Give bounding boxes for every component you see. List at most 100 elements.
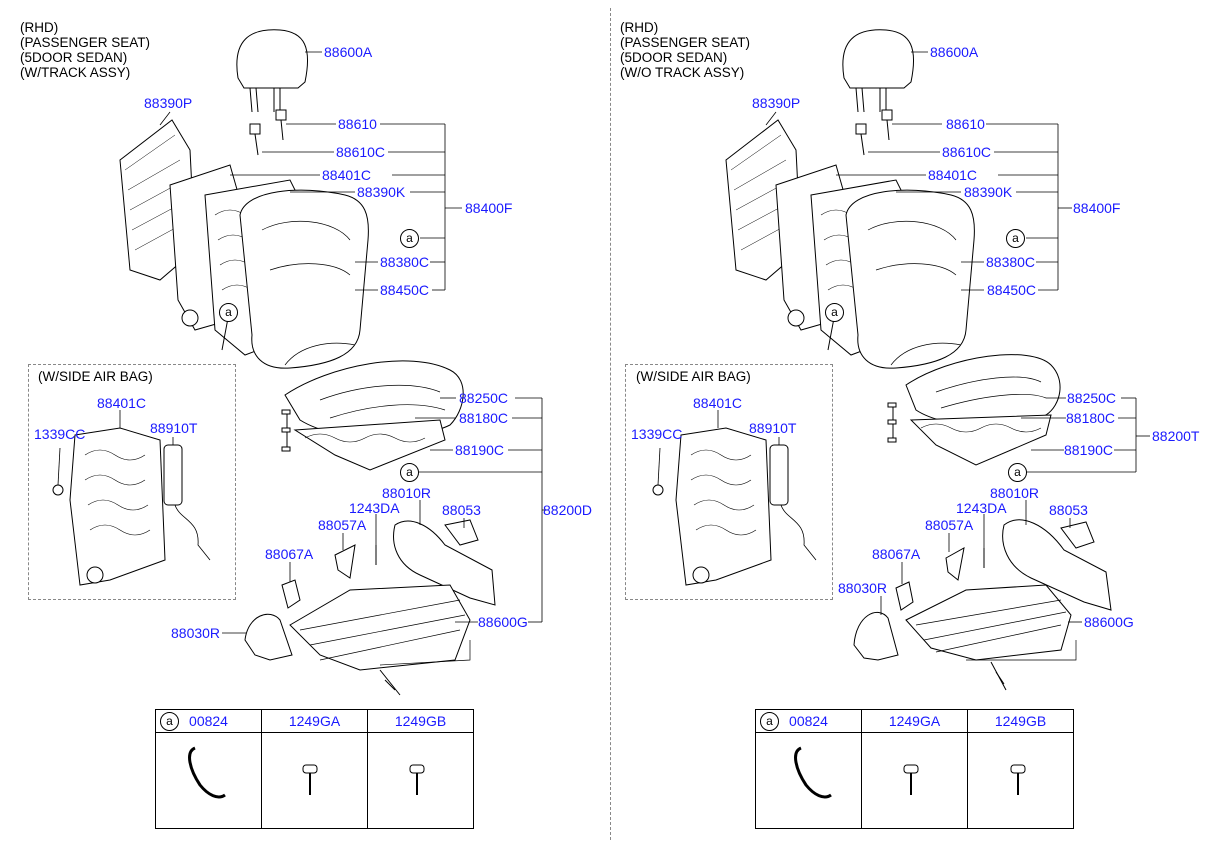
circle-a-marker: a — [825, 303, 844, 322]
callout-track[interactable]: 88600G — [478, 614, 528, 630]
callout-cushion-assy[interactable]: 88200T — [1152, 428, 1200, 444]
callout-back-cover[interactable]: 88380C — [986, 254, 1036, 270]
fastener-legend: a 00824 1249GA 1249GB — [755, 709, 1074, 829]
callout-airbag-frame[interactable]: 88401C — [693, 395, 743, 411]
panel-divider — [610, 8, 611, 840]
callout-cushion-assy[interactable]: 88200D — [543, 502, 593, 518]
callout-bracket-88067[interactable]: 88067A — [872, 546, 921, 562]
airbag-title: (W/SIDE AIR BAG) — [636, 369, 751, 384]
callout-cushion-cover[interactable]: 88250C — [459, 390, 509, 406]
callout-nut[interactable]: 1339CC — [631, 426, 683, 442]
callout-screw-1243[interactable]: 1243DA — [956, 500, 1007, 516]
airbag-box — [625, 364, 833, 600]
title-line: (RHD) — [620, 20, 659, 35]
shield-shape — [393, 520, 496, 606]
callout-nut[interactable]: 1339CC — [34, 426, 86, 442]
title-line: (RHD) — [20, 20, 59, 35]
headrest-shape — [842, 29, 915, 89]
headrest-shape — [236, 29, 309, 89]
shield-shape — [1002, 519, 1112, 611]
callout-guide[interactable]: 88610 — [946, 116, 985, 132]
legend-part-number: 1249GA — [888, 713, 941, 729]
callout-cushion-pan[interactable]: 88190C — [1064, 442, 1114, 458]
circle-a-marker: a — [760, 712, 779, 731]
legend-cell — [755, 732, 862, 829]
callout-back-cover-b[interactable]: 88450C — [987, 282, 1037, 298]
callout-guide-c[interactable]: 88610C — [942, 144, 992, 160]
callout-frame[interactable]: 88401C — [928, 167, 978, 183]
legend-cell — [861, 732, 968, 829]
title-line: (PASSENGER SEAT) — [620, 35, 751, 50]
callout-back-pad[interactable]: 88390K — [964, 184, 1013, 200]
legend-header: 1249GB — [367, 709, 474, 733]
callout-bracket-88057[interactable]: 88057A — [925, 517, 974, 533]
panel-with-track: (RHD) (PASSENGER SEAT) (5DOOR SEDAN) (W/… — [0, 0, 610, 848]
seat-illustration — [52, 29, 548, 799]
legend-header: a 00824 — [155, 709, 262, 733]
callout-bracket-88067[interactable]: 88067A — [265, 546, 314, 562]
callout-frame[interactable]: 88401C — [322, 167, 372, 183]
callout-back-assy[interactable]: 88400F — [465, 200, 513, 216]
callout-shield[interactable]: 88010R — [990, 485, 1040, 501]
callout-shield[interactable]: 88010R — [382, 485, 432, 501]
legend-cell — [967, 732, 1074, 829]
title-line: (PASSENGER SEAT) — [20, 35, 151, 50]
callout-back-assy[interactable]: 88400F — [1073, 200, 1121, 216]
legend-part-number: 00824 — [189, 713, 228, 729]
callout-cushion-pan[interactable]: 88190C — [455, 442, 505, 458]
callout-airbag-module[interactable]: 88910T — [150, 420, 198, 436]
back-cover-shape — [239, 189, 369, 369]
callout-airbag-frame[interactable]: 88401C — [97, 395, 147, 411]
airbag-title: (W/SIDE AIR BAG) — [38, 369, 153, 384]
legend-cell — [367, 732, 474, 829]
airbag-frame-shape — [69, 427, 166, 586]
callout-back-pad[interactable]: 88390K — [357, 184, 406, 200]
callout-headrest[interactable]: 88600A — [324, 44, 373, 60]
bracket-88067-shape — [281, 579, 301, 609]
legend-header: a 00824 — [755, 709, 862, 733]
callout-screw-1243[interactable]: 1243DA — [349, 500, 400, 516]
legend-part-number: 1249GB — [394, 713, 447, 729]
callout-cover-88030[interactable]: 88030R — [171, 625, 221, 641]
callout-cover-88053[interactable]: 88053 — [442, 502, 481, 518]
callout-track[interactable]: 88600G — [1084, 614, 1134, 630]
back-cover-shape — [845, 189, 975, 369]
legend-cell — [155, 732, 262, 829]
cushion-pan-shape — [909, 414, 1052, 466]
cushion-pan-shape — [293, 419, 446, 471]
guide-shape — [881, 109, 893, 121]
track-shape — [905, 584, 1072, 661]
legend-header: 1249GB — [967, 709, 1074, 733]
cover-88030-shape — [244, 613, 293, 661]
title-line: (5DOOR SEDAN) — [20, 50, 128, 65]
circle-a-marker: a — [400, 229, 419, 248]
callout-guide-c[interactable]: 88610C — [336, 144, 386, 160]
legend-header: 1249GA — [261, 709, 368, 733]
title-line: (5DOOR SEDAN) — [620, 50, 728, 65]
callout-headrest[interactable]: 88600A — [930, 44, 979, 60]
title-line: (W/TRACK ASSY) — [20, 65, 131, 80]
track-shape — [289, 584, 471, 671]
callout-back-panel[interactable]: 88390P — [752, 95, 801, 111]
callout-cushion-cover[interactable]: 88250C — [1067, 390, 1117, 406]
callout-cushion-pad[interactable]: 88180C — [1066, 410, 1116, 426]
bracket-88057-shape — [945, 547, 965, 581]
bracket-88067-shape — [895, 581, 914, 611]
guide-shape — [855, 123, 867, 135]
callout-guide[interactable]: 88610 — [338, 116, 377, 132]
guide-shape — [275, 109, 287, 121]
callout-back-cover-b[interactable]: 88450C — [380, 282, 430, 298]
callout-back-panel[interactable]: 88390P — [144, 95, 193, 111]
cover-88030-shape — [853, 612, 899, 661]
callout-cushion-pad[interactable]: 88180C — [459, 410, 509, 426]
circle-a-marker: a — [160, 712, 179, 731]
legend-header: 1249GA — [861, 709, 968, 733]
legend-part-number: 1249GB — [994, 713, 1047, 729]
callout-airbag-module[interactable]: 88910T — [749, 420, 797, 436]
callout-back-cover[interactable]: 88380C — [380, 254, 430, 270]
callout-cover-88030[interactable]: 88030R — [838, 580, 888, 596]
callout-cover-88053[interactable]: 88053 — [1049, 502, 1088, 518]
callout-bracket-88057[interactable]: 88057A — [318, 517, 367, 533]
airbag-box — [28, 364, 236, 600]
